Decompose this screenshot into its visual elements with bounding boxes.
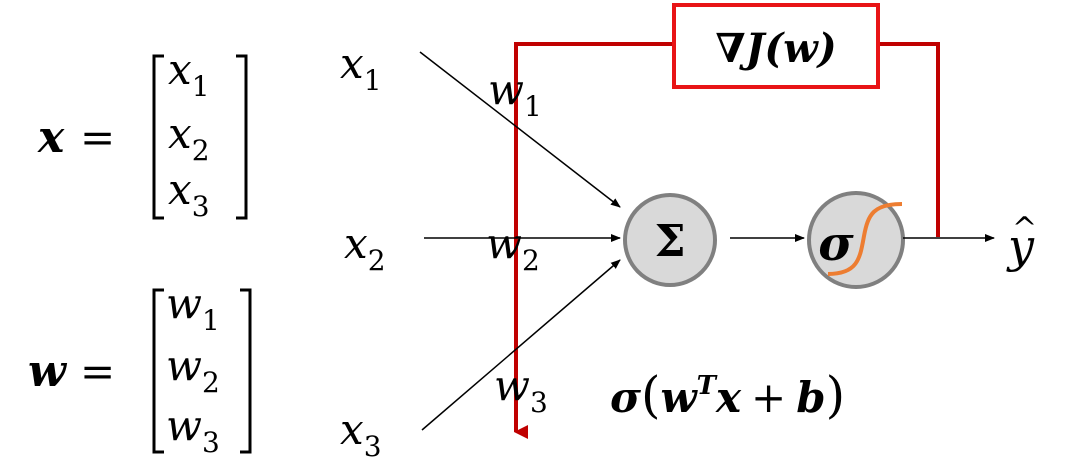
gradient-box-frame [672, 3, 880, 89]
input-label-1: x1 [340, 39, 382, 97]
output-hat: ^ [1012, 211, 1037, 246]
right-bracket-x [236, 54, 248, 220]
sigmoid-curve-icon [827, 202, 903, 276]
weight-label-1: w1 [488, 65, 542, 123]
weight-label-3: w3 [494, 361, 548, 419]
gradient-box: ∇J(w) [672, 3, 880, 89]
summation-circle [623, 193, 717, 287]
vector-x-name: x [37, 112, 65, 163]
vector-w-definition: w = w1 w2 w3 [28, 279, 252, 459]
vector-w-entry-1: w1 [166, 279, 220, 337]
summation-node: Σ [623, 193, 717, 287]
vector-x-entry-3: x3 [168, 165, 210, 223]
gradient-path-right [878, 42, 940, 237]
activation-formula: σ(wTx+b) [610, 366, 845, 424]
vector-w-name: w [28, 346, 68, 397]
output-symbol: y [1006, 219, 1035, 273]
input-arrow-3 [421, 259, 621, 431]
input-label-2: x2 [344, 219, 386, 277]
input-label-3: x3 [340, 405, 382, 463]
weight-labels: w1 w2 w3 [486, 65, 548, 419]
vector-w-entry-3: w3 [166, 401, 220, 459]
activation-circle [807, 191, 905, 289]
output-label: y ^ [1006, 211, 1037, 273]
vector-w-equals: = [80, 347, 115, 396]
right-bracket-w [240, 288, 252, 454]
vector-x-entry-2: x2 [168, 109, 210, 167]
input-arrow-1 [419, 51, 621, 208]
gradient-feedback-path [514, 42, 940, 439]
vector-x-definition: x = x1 x2 x3 [37, 45, 248, 223]
weight-label-2: w2 [486, 219, 540, 277]
gradient-label: ∇J(w) [715, 25, 836, 72]
gradient-path-down-arrow [514, 42, 672, 439]
activation-symbol: σ [818, 216, 854, 272]
activation-node: σ [807, 191, 905, 289]
vector-x-entry-1: x1 [168, 45, 210, 103]
left-bracket-w [152, 288, 164, 454]
vector-x-equals: = [80, 113, 115, 162]
input-labels: x1 x2 x3 [340, 39, 386, 463]
input-arrows [419, 51, 621, 431]
summation-symbol: Σ [654, 216, 685, 267]
vector-w-entry-2: w2 [166, 341, 220, 399]
left-bracket-x [152, 54, 164, 220]
